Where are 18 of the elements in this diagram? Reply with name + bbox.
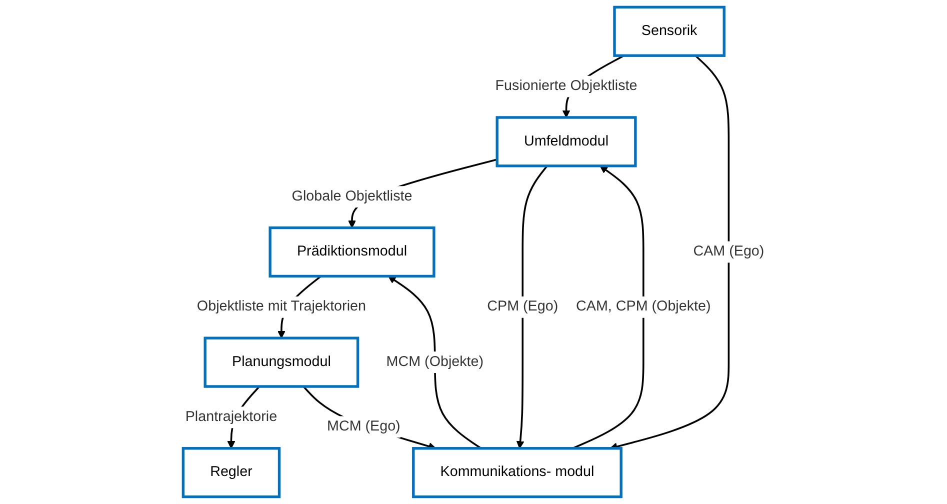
arrow bbox=[516, 165, 548, 449]
edge-label: Globale Objektliste bbox=[292, 188, 412, 204]
edge-label: Plantrajektorie bbox=[185, 409, 277, 425]
node-box: Kommunikations- modul bbox=[412, 447, 622, 498]
edge-label: CPM (Ego) bbox=[486, 299, 558, 314]
node-box: Prädiktionsmodul bbox=[268, 226, 436, 278]
node-box: Regler bbox=[182, 447, 280, 498]
edge-label: CAM, CPM (Objekte) bbox=[576, 299, 711, 314]
edge-label: CAM (Ego) bbox=[693, 244, 764, 260]
arrow bbox=[572, 166, 644, 450]
node-box: Sensorik bbox=[612, 6, 726, 57]
arrow bbox=[388, 276, 482, 450]
edge-label: Objektliste mit Trajektorien bbox=[196, 299, 366, 314]
node-box: Umfeldmodul bbox=[496, 116, 637, 168]
edge-label: Fusionierte Objektliste bbox=[495, 78, 638, 94]
edge-label: MCM (Ego) bbox=[326, 418, 400, 434]
node-box: Planungsmodul bbox=[204, 336, 359, 388]
edge-label: MCM (Objekte) bbox=[386, 354, 484, 370]
